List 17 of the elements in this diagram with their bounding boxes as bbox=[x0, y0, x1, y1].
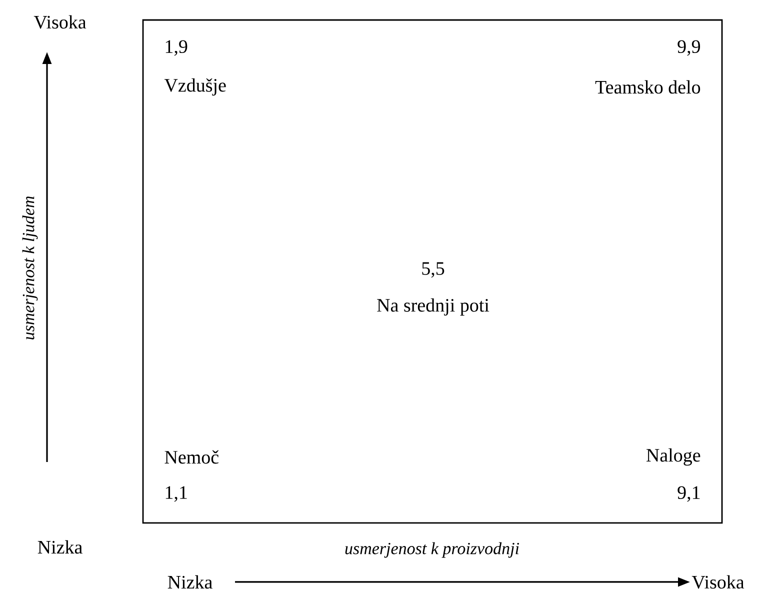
box-text: Naloge bbox=[646, 448, 700, 466]
box-text: 5,5 bbox=[422, 262, 444, 278]
box-text: 1,1 bbox=[166, 486, 187, 502]
box-text: Nemoč bbox=[164, 450, 218, 464]
box-text: 1,9 bbox=[166, 40, 188, 56]
axis-label: usmerjenost k proizvodnji bbox=[345, 542, 519, 558]
axis-label: Nizka bbox=[168, 575, 212, 589]
box-text: 9,9 bbox=[678, 40, 700, 56]
axis-label: usmerjenost k ljudem bbox=[22, 196, 38, 340]
box-text: Teamsko delo bbox=[595, 80, 700, 94]
box-text: Na srednji poti bbox=[377, 298, 490, 316]
axis-label: Nizka bbox=[38, 540, 82, 554]
box-text: 9,1 bbox=[678, 486, 700, 502]
axis-label: Visoka bbox=[692, 575, 744, 589]
box-text: Vzdušje bbox=[164, 78, 226, 96]
grid-box bbox=[142, 19, 723, 524]
axis-label: Visoka bbox=[34, 15, 86, 29]
